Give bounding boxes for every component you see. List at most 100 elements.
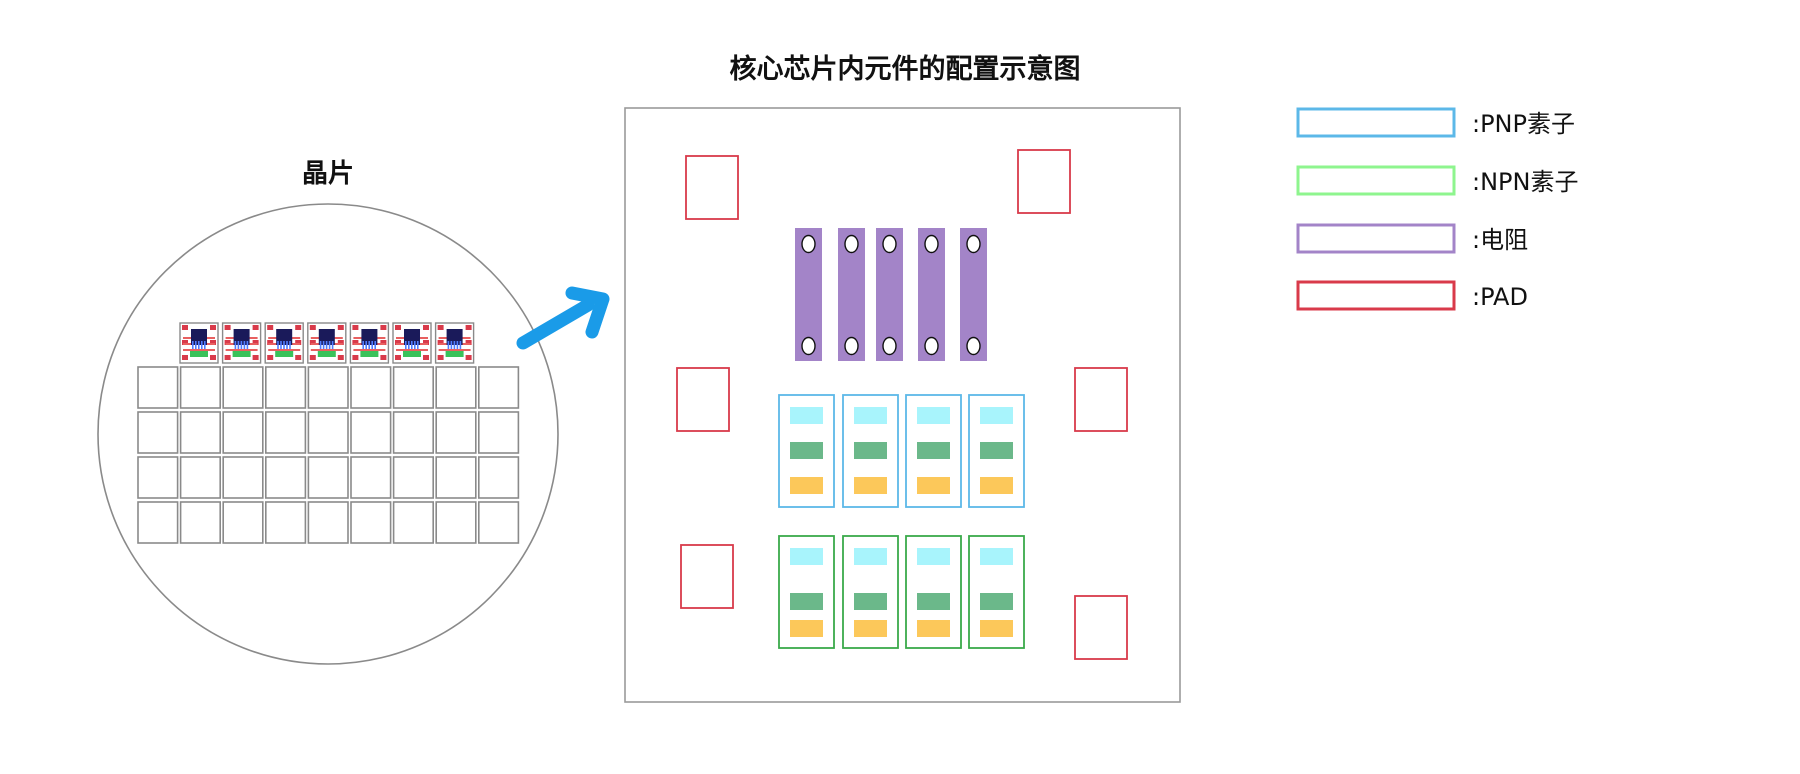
legend-label-pnp: :PNP素子 bbox=[1472, 110, 1575, 138]
resistor-contact bbox=[882, 336, 897, 356]
wafer-die-cell bbox=[435, 411, 477, 454]
collector-region bbox=[790, 477, 823, 494]
wafer-die-cell bbox=[435, 456, 477, 499]
mini-chip-pad bbox=[465, 355, 472, 360]
mini-chip-pad bbox=[465, 325, 472, 330]
mini-chip-pad bbox=[267, 340, 274, 345]
resistor-group bbox=[795, 228, 987, 361]
wafer-die-cell bbox=[222, 411, 264, 454]
mini-chip-stripe bbox=[225, 349, 258, 351]
mini-chip-pad bbox=[309, 325, 316, 330]
wafer-die-cell bbox=[392, 456, 435, 499]
collector-region bbox=[917, 477, 950, 494]
mini-chip-lead bbox=[322, 341, 325, 349]
wafer-die-cell bbox=[179, 366, 222, 409]
mini-chip-lead bbox=[198, 341, 200, 349]
resistor bbox=[838, 228, 865, 361]
legend-label-pad: :PAD bbox=[1472, 283, 1528, 311]
mini-chip-pad bbox=[352, 355, 359, 360]
resistor-contact bbox=[801, 336, 816, 356]
collector-region bbox=[980, 477, 1013, 494]
mini-chip-pad bbox=[224, 340, 231, 345]
mini-chip-lead bbox=[450, 341, 453, 349]
emitter-region bbox=[917, 407, 950, 424]
wafer-chip-row bbox=[179, 322, 475, 364]
mini-chip-base bbox=[275, 351, 294, 357]
mini-chip-lead bbox=[447, 341, 450, 349]
wafer-die-cell bbox=[137, 501, 179, 544]
mini-chip-pad bbox=[437, 325, 444, 330]
emitter-region bbox=[790, 407, 823, 424]
resistor-contact bbox=[844, 234, 859, 254]
resistor-contact bbox=[924, 234, 939, 254]
mini-chip-lead bbox=[286, 341, 288, 349]
mini-chip-stripe bbox=[183, 349, 215, 351]
base-region bbox=[980, 593, 1013, 610]
mini-chip-lead bbox=[246, 341, 249, 349]
mini-chip-pad bbox=[423, 355, 429, 360]
chip-detail: 核心芯片内元件的配置示意图 bbox=[624, 53, 1181, 703]
mini-chip-pad bbox=[252, 325, 259, 330]
mini-chip-lead bbox=[237, 341, 240, 349]
mini-chip-lead bbox=[374, 341, 376, 349]
arrow-head bbox=[565, 286, 610, 339]
mini-chip-icon bbox=[179, 322, 219, 364]
base-region bbox=[854, 593, 887, 610]
npn-transistor bbox=[905, 535, 962, 649]
mini-chip-lead bbox=[325, 341, 328, 349]
mini-chip-base bbox=[232, 351, 251, 357]
wafer-die-cell bbox=[477, 366, 520, 409]
mini-chip-pad bbox=[423, 340, 429, 345]
base-region bbox=[854, 442, 887, 459]
resistor bbox=[795, 228, 822, 361]
pad bbox=[1074, 367, 1128, 432]
mini-chip-pad bbox=[252, 355, 259, 360]
wafer-die-cell bbox=[222, 366, 264, 409]
mini-chip-pad bbox=[182, 340, 188, 345]
legend-swatch-npn bbox=[1296, 165, 1456, 196]
pnp-transistor bbox=[905, 394, 962, 508]
mini-chip-stripe bbox=[353, 349, 386, 351]
mini-chip-pad bbox=[295, 325, 302, 330]
npn-transistor bbox=[778, 535, 835, 649]
pad bbox=[1074, 595, 1128, 660]
collector-region bbox=[917, 620, 950, 637]
mini-chip-stripe bbox=[438, 349, 471, 351]
mini-chip-lead bbox=[411, 341, 413, 349]
mini-chip-icon bbox=[264, 322, 304, 364]
mini-chip-pad bbox=[352, 340, 359, 345]
mini-chip-base bbox=[445, 351, 464, 357]
wafer-die-cell bbox=[477, 501, 520, 544]
wafer-die-cell bbox=[179, 411, 222, 454]
resistor bbox=[960, 228, 987, 361]
mini-chip-lead bbox=[289, 341, 291, 349]
npn-transistor bbox=[842, 535, 899, 649]
wafer-die-cell bbox=[435, 501, 477, 544]
mini-chip-pad bbox=[395, 340, 401, 345]
wafer-die-cell bbox=[350, 456, 392, 499]
mini-chip-lead bbox=[234, 341, 237, 349]
resistor bbox=[876, 228, 903, 361]
wafer-die-cell bbox=[350, 366, 392, 409]
mini-chip-lead bbox=[277, 341, 279, 349]
mini-chip-base bbox=[317, 351, 336, 357]
emitter-region bbox=[917, 548, 950, 565]
mini-chip-base bbox=[190, 351, 208, 357]
mini-chip-pad bbox=[309, 340, 316, 345]
base-region bbox=[917, 593, 950, 610]
mini-chip-lead bbox=[280, 341, 282, 349]
wafer-title: 晶片 bbox=[302, 159, 354, 189]
wafer-die-cell bbox=[350, 411, 392, 454]
mini-chip-lead bbox=[365, 341, 367, 349]
base-region bbox=[917, 442, 950, 459]
pnp-group bbox=[778, 394, 1025, 508]
mini-chip-lead bbox=[204, 341, 206, 349]
arrow-shaft bbox=[516, 298, 595, 350]
arrow-right-up-icon bbox=[516, 286, 610, 350]
wafer-die-cell bbox=[477, 456, 520, 499]
pnp-transistor bbox=[968, 394, 1025, 508]
mini-chip-lead bbox=[456, 341, 459, 349]
mini-chip-pad bbox=[309, 355, 316, 360]
